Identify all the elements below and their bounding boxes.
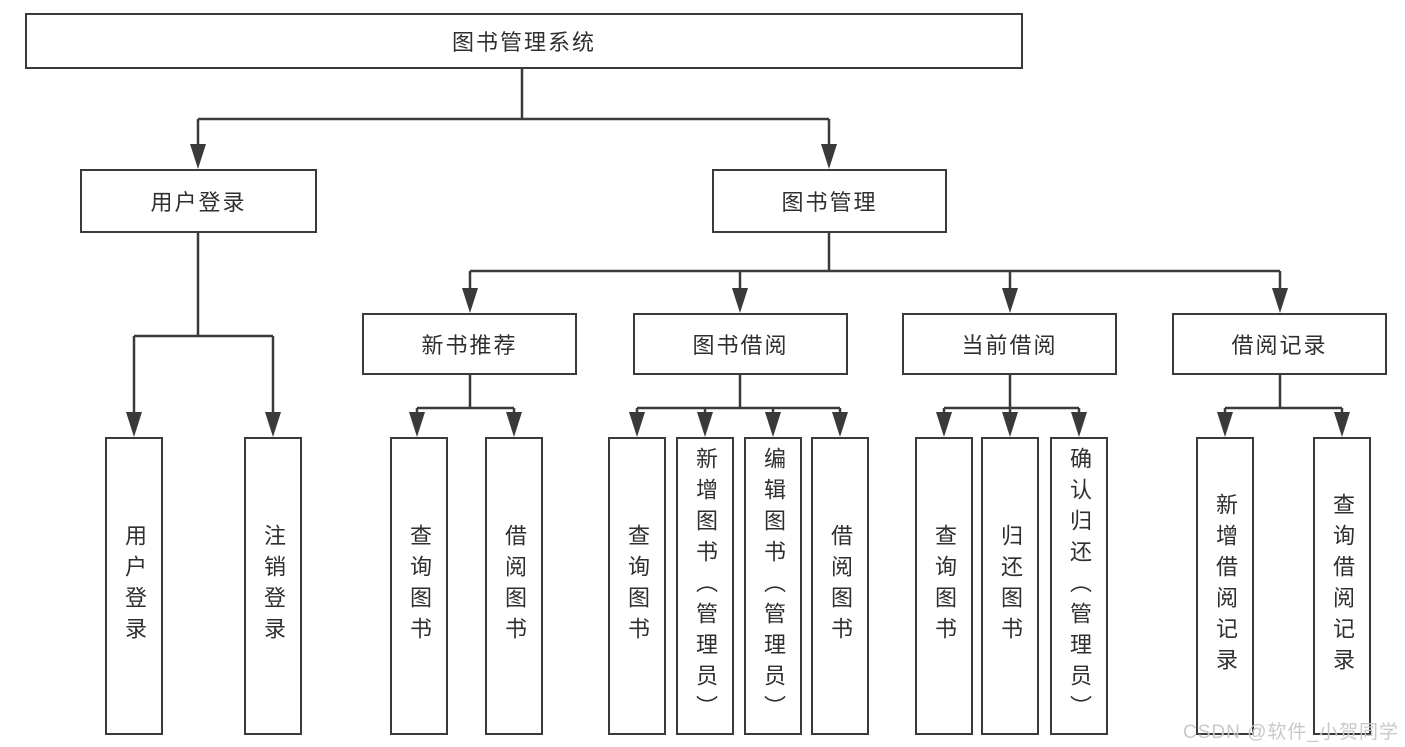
leaf-current-query-books-label: 查询图书 xyxy=(932,524,957,648)
leaf-borrow-edit-books-admin-label: 编辑图书（管理员） xyxy=(761,446,786,726)
leaf-borrow-query-books: 查询图书 xyxy=(608,437,666,735)
leaf-borrow-add-books-admin-label: 新增图书（管理员） xyxy=(693,446,718,726)
leaf-newrec-query-books-label: 查询图书 xyxy=(407,524,432,648)
leaf-current-query-books: 查询图书 xyxy=(915,437,973,735)
leaf-newrec-borrow-books-label: 借阅图书 xyxy=(502,524,527,648)
leaf-user-login: 用户登录 xyxy=(105,437,163,735)
connector-records-children xyxy=(1217,375,1350,437)
leaf-current-return-books-label: 归还图书 xyxy=(998,524,1023,648)
node-book-borrowing: 图书借阅 xyxy=(633,313,848,375)
leaf-borrow-query-books-label: 查询图书 xyxy=(625,524,650,648)
leaf-current-confirm-return-admin: 确认归还（管理员） xyxy=(1050,437,1108,735)
leaf-current-confirm-return-admin-label: 确认归还（管理员） xyxy=(1067,446,1092,726)
leaf-records-query-borrow-record: 查询借阅记录 xyxy=(1313,437,1371,735)
connector-bookborrow-children xyxy=(629,375,848,437)
node-current-borrowing: 当前借阅 xyxy=(902,313,1117,375)
node-borrowing-records: 借阅记录 xyxy=(1172,313,1387,375)
leaf-newrec-borrow-books: 借阅图书 xyxy=(485,437,543,735)
leaf-records-add-borrow-record-label: 新增借阅记录 xyxy=(1213,493,1238,679)
leaf-borrow-add-books-admin: 新增图书（管理员） xyxy=(676,437,734,735)
leaf-records-query-borrow-record-label: 查询借阅记录 xyxy=(1330,493,1355,679)
node-new-book-recommend: 新书推荐 xyxy=(362,313,577,375)
leaf-current-return-books: 归还图书 xyxy=(981,437,1039,735)
node-book-management: 图书管理 xyxy=(712,169,947,233)
node-library-management-system: 图书管理系统 xyxy=(25,13,1023,69)
connector-root-to-level2 xyxy=(190,69,837,169)
leaf-records-add-borrow-record: 新增借阅记录 xyxy=(1196,437,1254,735)
leaf-borrow-borrow-books: 借阅图书 xyxy=(811,437,869,735)
connector-newrec-children xyxy=(409,375,522,437)
connector-currentborrow-children xyxy=(936,375,1087,437)
leaf-newrec-query-books: 查询图书 xyxy=(390,437,448,735)
node-user-login: 用户登录 xyxy=(80,169,317,233)
leaf-user-login-label: 用户登录 xyxy=(122,524,147,648)
csdn-watermark: CSDN @软件_小贺同学 xyxy=(1183,722,1399,743)
connector-bookmgmt-children xyxy=(462,233,1288,313)
leaf-borrow-edit-books-admin: 编辑图书（管理员） xyxy=(744,437,802,735)
leaf-logout: 注销登录 xyxy=(244,437,302,735)
leaf-borrow-borrow-books-label: 借阅图书 xyxy=(828,524,853,648)
leaf-logout-label: 注销登录 xyxy=(261,524,286,648)
connector-userlogin-children xyxy=(126,233,281,437)
